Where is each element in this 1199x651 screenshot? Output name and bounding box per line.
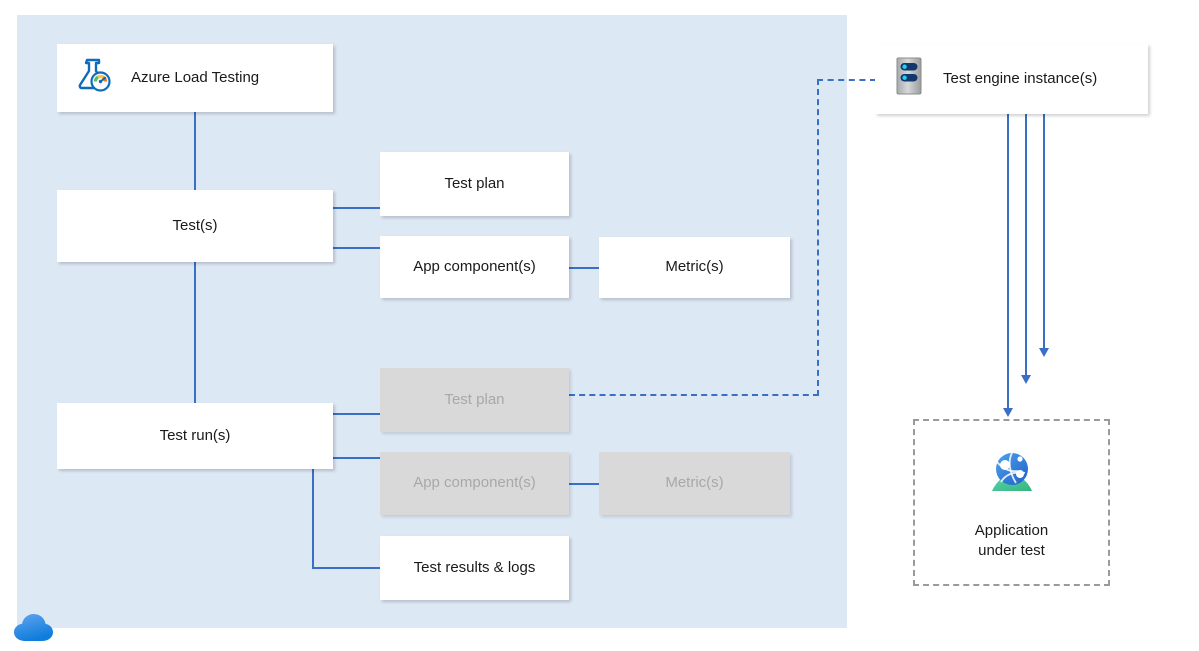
node-test-plan-run[interactable]: Test plan bbox=[380, 368, 569, 432]
connector-appcomponents-to-metrics bbox=[569, 267, 600, 269]
external-region bbox=[847, 343, 1199, 651]
connector-testruns-drop bbox=[312, 469, 314, 569]
node-test-engine-instances-label: Test engine instance(s) bbox=[943, 69, 1098, 87]
node-application-under-test-label: Application under test bbox=[975, 521, 1048, 562]
node-metrics-label: Metric(s) bbox=[665, 258, 724, 276]
connector-alt-to-tests bbox=[194, 112, 196, 190]
azure-cloud-region bbox=[17, 15, 847, 628]
server-rack-icon bbox=[893, 57, 925, 101]
node-app-components[interactable]: App component(s) bbox=[380, 236, 569, 298]
node-test-runs[interactable]: Test run(s) bbox=[57, 403, 333, 469]
connector-tests-to-testruns bbox=[194, 262, 196, 403]
node-azure-load-testing-label: Azure Load Testing bbox=[131, 68, 260, 86]
arrow-line-engine-2 bbox=[1025, 114, 1027, 377]
app-label-line-1: Application bbox=[974, 521, 1049, 539]
node-test-plan[interactable]: Test plan bbox=[380, 152, 569, 216]
node-tests-label: Test(s) bbox=[172, 216, 218, 234]
node-app-components-run-label: App component(s) bbox=[413, 474, 536, 492]
arrow-head-engine-2 bbox=[1021, 375, 1031, 384]
node-metrics-run[interactable]: Metric(s) bbox=[599, 452, 790, 515]
node-test-engine-instances[interactable]: Test engine instance(s) bbox=[875, 44, 1148, 114]
app-label-line-2: under test bbox=[978, 542, 1045, 559]
node-tests[interactable]: Test(s) bbox=[57, 190, 333, 262]
arrow-line-engine-1 bbox=[1007, 114, 1009, 410]
node-test-results-logs[interactable]: Test results & logs bbox=[380, 536, 569, 600]
connector-tests-to-appcomponents bbox=[333, 247, 380, 249]
connector-testruns-to-appcomponents-run bbox=[333, 457, 380, 459]
node-test-plan-run-label: Test plan bbox=[444, 390, 505, 408]
arrow-head-engine-1 bbox=[1003, 408, 1013, 417]
node-test-runs-label: Test run(s) bbox=[159, 426, 231, 444]
azure-cloud-icon bbox=[11, 610, 57, 649]
connector-testruns-to-testplan-run bbox=[333, 413, 380, 415]
node-application-under-test[interactable]: Application under test bbox=[913, 419, 1110, 586]
node-azure-load-testing[interactable]: Azure Load Testing bbox=[57, 44, 333, 112]
connector-testruns-to-results bbox=[312, 567, 381, 569]
node-app-components-run[interactable]: App component(s) bbox=[380, 452, 569, 515]
node-metrics-run-label: Metric(s) bbox=[665, 474, 724, 492]
dashed-connector-vertical bbox=[817, 79, 819, 396]
flask-gauge-icon bbox=[75, 56, 113, 100]
arrow-head-engine-3 bbox=[1039, 348, 1049, 357]
connector-appcomponents-run-to-metrics-run bbox=[569, 483, 600, 485]
dashed-connector-to-test-engine bbox=[817, 79, 876, 81]
node-app-components-label: App component(s) bbox=[413, 257, 536, 275]
node-test-results-logs-label: Test results & logs bbox=[413, 558, 536, 576]
globe-network-icon bbox=[983, 444, 1041, 507]
connector-tests-to-testplan bbox=[333, 207, 380, 209]
node-test-plan-label: Test plan bbox=[444, 174, 505, 192]
dashed-connector-testplan-right bbox=[569, 394, 819, 396]
arrow-line-engine-3 bbox=[1043, 114, 1045, 350]
node-metrics[interactable]: Metric(s) bbox=[599, 237, 790, 298]
